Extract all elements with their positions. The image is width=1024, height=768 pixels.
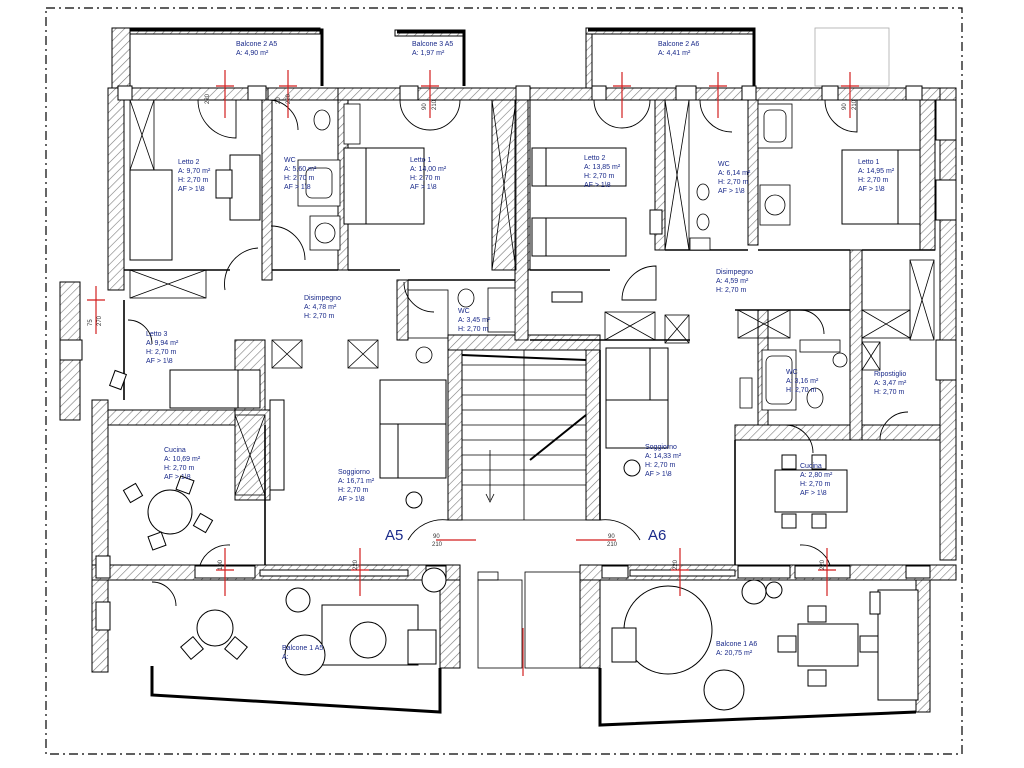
dim-220: 220 [353,559,359,570]
dim-210: 210 [432,99,438,110]
dimension-labels: 220 20 220 90 210 90 210 75 270 100 220 … [88,93,858,570]
dim-90: 90 [433,534,440,540]
dim-210: 210 [432,542,443,548]
door-swings [127,99,909,607]
sheet-frame [45,7,963,755]
dim-220: 220 [820,559,826,570]
balcony-light-box [814,27,890,87]
dim-270: 270 [97,315,103,326]
dim-90: 90 [608,534,615,540]
stairwell [461,349,587,669]
dim-220: 220 [673,559,679,570]
dim-100: 100 [218,559,224,570]
dim-20: 20 [276,97,282,104]
sanitary [297,103,848,411]
dim-90: 90 [422,103,428,110]
windows [59,85,957,631]
apartment-label-a5: A5 [385,527,403,544]
red-markers [87,70,859,676]
dim-75: 75 [88,319,94,326]
sofas [379,347,669,479]
dim-90: 90 [842,103,848,110]
dim-220: 220 [205,93,211,104]
beds [129,147,921,491]
furniture [108,169,919,711]
balcony-railings [130,28,917,727]
dim-210: 210 [607,542,618,548]
apartment-label-a6: A6 [648,527,666,544]
dim-220: 220 [286,93,292,104]
cabinets [129,99,935,496]
dim-210: 210 [852,99,858,110]
